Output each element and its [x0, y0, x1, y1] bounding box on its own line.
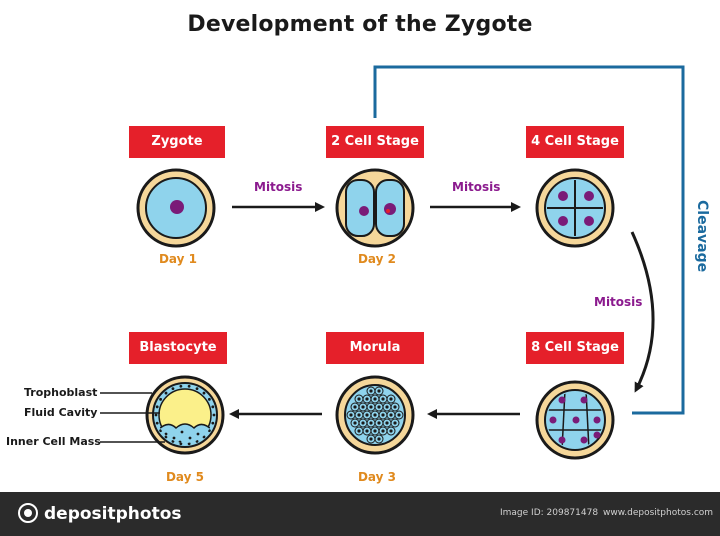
cleavage-label: Cleavage — [694, 200, 710, 273]
mitosis-label-1: Mitosis — [254, 180, 303, 194]
depositphotos-logo-icon — [18, 503, 38, 523]
morula-embryo — [335, 375, 415, 455]
day-label-morula: Day 3 — [357, 470, 397, 484]
mitosis-label-3: Mitosis — [594, 295, 643, 309]
diagram-title: Development of the Zygote — [187, 12, 533, 37]
label-morula: Morula — [326, 332, 424, 364]
label-blastocyte: Blastocyte — [129, 332, 227, 364]
blastocyte-embryo — [145, 375, 225, 455]
footer-bar: depositphotos Image ID: 209871478 www.de… — [0, 492, 720, 536]
eight-cell-embryo — [535, 380, 615, 460]
fluid-cavity-label: Fluid Cavity — [24, 406, 98, 419]
zygote-cell — [136, 168, 216, 248]
arrow-4cell-to-8cell — [630, 231, 655, 393]
label-4-cell-stage: 4 Cell Stage — [526, 126, 624, 158]
image-id: Image ID: 209871478 — [500, 508, 599, 518]
site-url: www.depositphotos.com — [603, 508, 714, 518]
brand-name: depositphotos — [44, 504, 182, 524]
cleavage-bracket — [373, 65, 685, 415]
four-cell-embryo — [535, 168, 615, 248]
label-8-cell-stage: 8 Cell Stage — [526, 332, 624, 364]
label-zygote: Zygote — [129, 126, 225, 158]
day-label-zygote: Day 1 — [158, 252, 198, 266]
label-2-cell-stage: 2 Cell Stage — [326, 126, 424, 158]
day-label-blastocyte: Day 5 — [165, 470, 205, 484]
day-label-2-cell: Day 2 — [357, 252, 397, 266]
inner-cell-mass-label: Inner Cell Mass — [6, 435, 101, 448]
two-cell-embryo — [335, 168, 415, 248]
mitosis-label-2: Mitosis — [452, 180, 501, 194]
trophoblast-label: Trophoblast — [24, 386, 98, 399]
